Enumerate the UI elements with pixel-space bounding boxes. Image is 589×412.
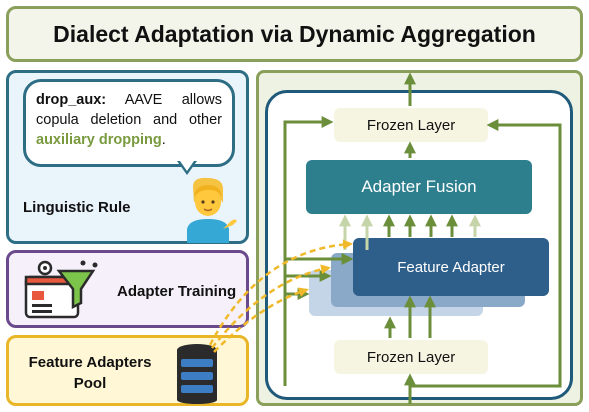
title-box: Dialect Adaptation via Dynamic Aggregati… <box>6 6 583 62</box>
frozen-layer-bottom: Frozen Layer <box>334 340 488 374</box>
dashed-arrow-3 <box>213 287 309 353</box>
linguistic-rule-label: Linguistic Rule <box>23 199 131 216</box>
arrow-residual-left <box>283 116 334 386</box>
pool-label-line1: Feature Adapters <box>28 354 152 371</box>
arrow-residual-right <box>410 119 562 388</box>
pool-label: Feature Adapters Pool <box>15 352 165 394</box>
linguistic-rule-panel: drop_aux: AAVE allows copula deletion an… <box>6 70 249 244</box>
page-title: Dialect Adaptation via Dynamic Aggregati… <box>53 20 536 47</box>
pool-label-line2: Pool <box>73 375 107 392</box>
bubble-tail-inner <box>180 161 194 171</box>
feature-adapters-pool-panel: Feature Adapters Pool <box>6 335 249 406</box>
rule-text: AAVE allows copula deletion and other <box>36 92 223 128</box>
adapter-fusion-box: Adapter Fusion <box>306 160 532 214</box>
rule-speech-bubble: drop_aux: AAVE allows copula deletion an… <box>23 79 235 167</box>
adapter-training-panel: Adapter Training <box>6 250 249 328</box>
adapter-training-label: Adapter Training <box>117 283 237 300</box>
feature-adapter-box: Feature Adapter <box>353 238 549 296</box>
dashed-arrow-1 <box>208 239 353 346</box>
training-filter-icon <box>24 260 98 319</box>
rule-name: drop_aux: <box>36 92 107 108</box>
person-tipping-hand-icon <box>187 177 237 243</box>
rule-highlight: auxiliary dropping <box>36 132 162 148</box>
rule-period: . <box>161 132 166 148</box>
frozen-layer-top: Frozen Layer <box>334 108 488 142</box>
database-icon <box>177 344 217 404</box>
